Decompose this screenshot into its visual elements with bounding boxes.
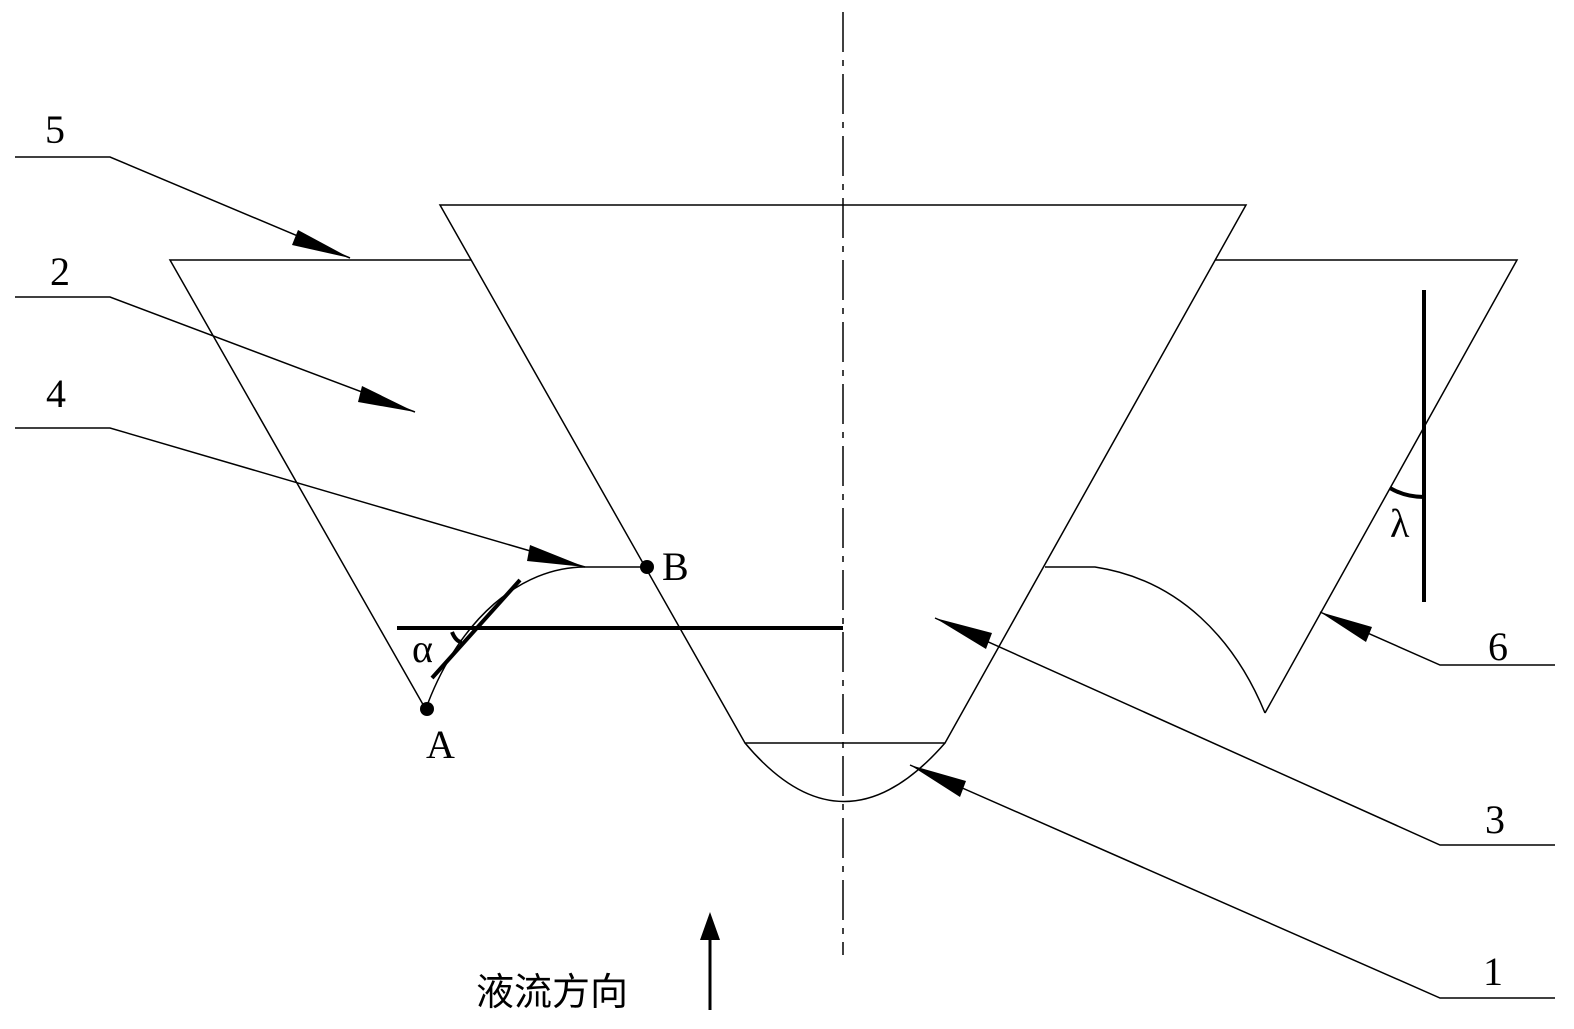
arrowhead-5 <box>292 230 350 258</box>
label-2: 2 <box>50 249 70 294</box>
leader-2 <box>15 297 415 412</box>
arrowhead-1 <box>910 765 966 797</box>
point-a-dot <box>420 702 434 716</box>
leader-4 <box>15 428 585 567</box>
flow-direction-label: 液流方向 <box>476 970 628 1014</box>
label-6: 6 <box>1488 624 1508 669</box>
label-3: 3 <box>1485 797 1505 842</box>
leader-1 <box>910 765 1555 998</box>
arrowhead-6 <box>1320 612 1372 642</box>
right-blade <box>1215 260 1517 713</box>
blade-curve-ab <box>428 567 647 703</box>
lambda-label: λ <box>1390 501 1410 546</box>
point-b-dot <box>640 560 654 574</box>
right-blade-curve <box>1045 567 1265 713</box>
label-1: 1 <box>1483 949 1503 994</box>
arrowhead-3 <box>935 618 992 649</box>
cone-bottom-arc <box>745 743 945 802</box>
point-a-label: A <box>426 722 455 767</box>
alpha-angle-arc <box>452 632 462 642</box>
lambda-angle-arc <box>1390 488 1424 497</box>
leader-3 <box>935 618 1555 845</box>
label-5: 5 <box>45 107 65 152</box>
label-4: 4 <box>46 371 66 416</box>
arrowhead-4 <box>527 545 585 567</box>
leader-6 <box>1320 612 1555 665</box>
point-b-label: B <box>662 544 689 589</box>
arrowhead-2 <box>358 386 415 412</box>
alpha-label: α <box>412 626 433 671</box>
